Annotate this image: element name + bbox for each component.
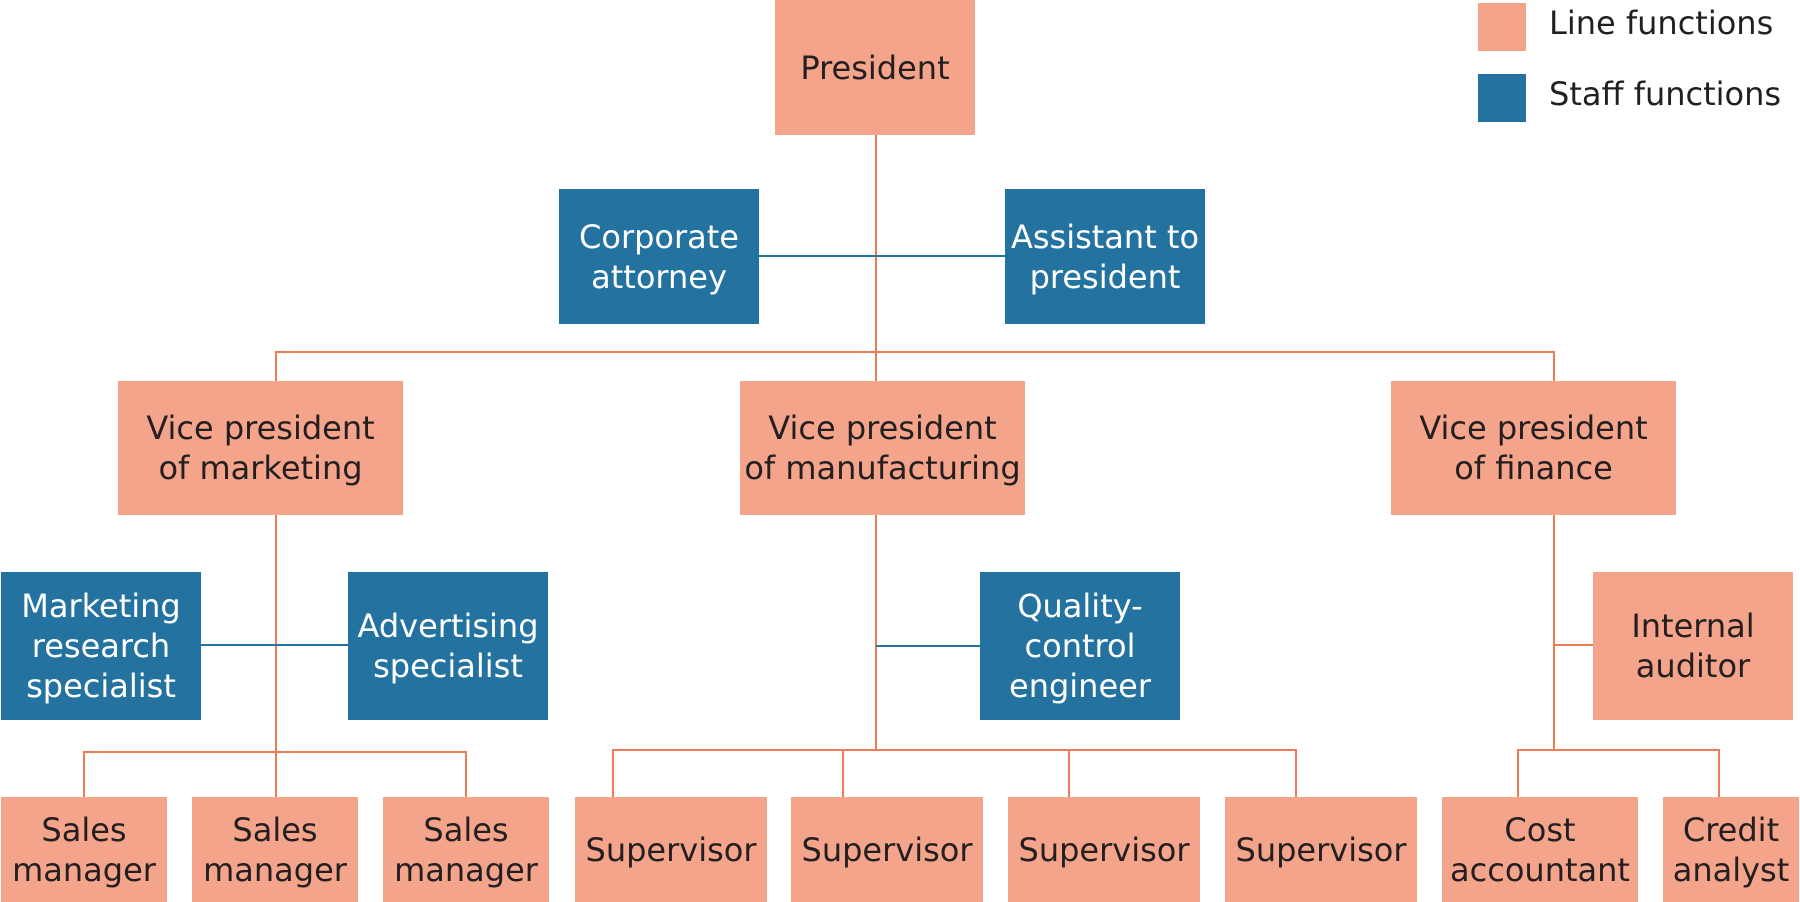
node-marketing-research-specialist: Marketing research specialist	[1, 572, 201, 720]
node-label: Advertising specialist	[357, 607, 539, 685]
node-label: Sales manager	[203, 810, 347, 889]
node-label: Sales manager	[12, 810, 156, 889]
node-advertising-specialist: Advertising specialist	[348, 572, 548, 720]
node-label: Supervisor	[585, 830, 757, 869]
node-supervisor-1: Supervisor	[575, 797, 767, 902]
node-supervisor-3: Supervisor	[1008, 797, 1200, 902]
node-label: Corporate attorney	[579, 217, 739, 296]
node-sales-manager-1: Sales manager	[1, 797, 167, 902]
node-credit-analyst: Credit analyst	[1663, 797, 1799, 902]
node-label: Supervisor	[801, 830, 973, 869]
legend-line-label: Line functions	[1549, 4, 1774, 42]
node-assistant-to-president: Assistant to president	[1005, 189, 1205, 324]
node-vp-marketing: Vice president of marketing	[118, 381, 403, 515]
node-vp-finance: Vice president of finance	[1391, 381, 1676, 515]
legend-line-swatch	[1478, 3, 1526, 51]
node-label: Supervisor	[1235, 830, 1407, 869]
node-vp-manufacturing: Vice president of manufacturing	[740, 381, 1025, 515]
node-label: Vice president of finance	[1419, 409, 1648, 487]
connector-vp-bar	[275, 351, 1555, 381]
node-label: Assistant to president	[1010, 217, 1200, 296]
node-cost-accountant: Cost accountant	[1442, 797, 1638, 902]
connector-finance-bar	[1517, 749, 1720, 797]
node-label: Internal auditor	[1631, 607, 1755, 685]
node-president: President	[775, 0, 975, 135]
node-label: Quality- control engineer	[1009, 587, 1151, 705]
node-sales-manager-3: Sales manager	[383, 797, 549, 902]
node-corporate-attorney: Corporate attorney	[559, 189, 759, 324]
node-label: Credit analyst	[1672, 810, 1790, 889]
node-sales-manager-2: Sales manager	[192, 797, 358, 902]
legend-staff-label: Staff functions	[1549, 75, 1782, 113]
node-internal-auditor: Internal auditor	[1593, 572, 1793, 720]
connector-supervisor-bar	[612, 749, 1297, 797]
node-label: Cost accountant	[1450, 810, 1630, 889]
node-label: Vice president of manufacturing	[744, 409, 1021, 487]
node-label: Sales manager	[394, 810, 538, 889]
node-label: Supervisor	[1018, 830, 1190, 869]
node-label: President	[800, 48, 950, 87]
node-supervisor-2: Supervisor	[791, 797, 983, 902]
node-label: Marketing research specialist	[21, 587, 181, 705]
node-quality-control-engineer: Quality- control engineer	[980, 572, 1180, 720]
node-supervisor-4: Supervisor	[1225, 797, 1417, 902]
node-label: Vice president of marketing	[146, 409, 375, 487]
legend-staff-swatch	[1478, 74, 1526, 122]
